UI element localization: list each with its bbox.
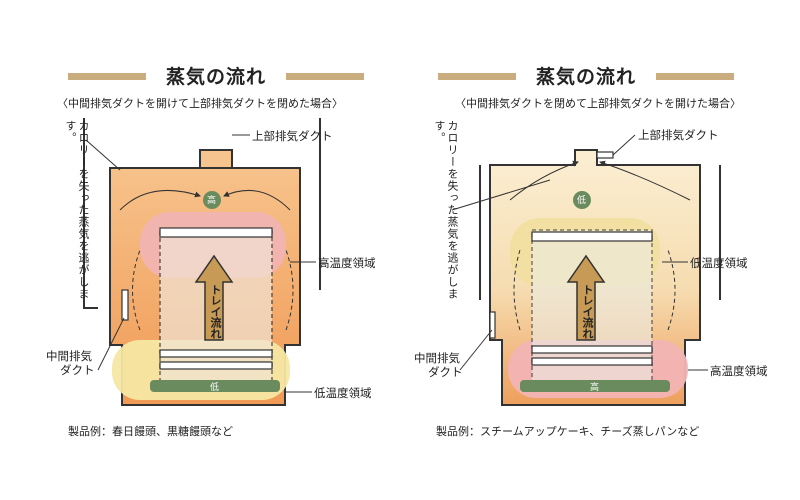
bottom-pan bbox=[150, 380, 280, 392]
title: 蒸気の流れ bbox=[146, 62, 286, 89]
label-mid-duct-line2: ダクト bbox=[428, 365, 463, 379]
side-note: カロリーを失った蒸気を逃がします。 bbox=[433, 120, 459, 300]
product-example: 製品例：春日饅頭、黒糖饅頭など bbox=[68, 425, 233, 438]
panel-intermediate-duct-open: 蒸気の流れ 〈中間排気ダクトを開けて上部排気ダクトを閉めた場合〉 カロリーを失っ… bbox=[46, 62, 376, 438]
tray-flow-arrow bbox=[566, 254, 606, 341]
label-tray-flow: トレイ流れ bbox=[581, 284, 594, 339]
title-bar-left bbox=[68, 73, 160, 80]
title-bar-right bbox=[272, 73, 364, 80]
top-badge bbox=[203, 191, 221, 209]
badge-top-text: 高 bbox=[207, 196, 217, 206]
label-low-zone: 低温度領域 bbox=[690, 256, 748, 270]
top-exhaust-duct bbox=[596, 151, 614, 159]
badge-top-text: 低 bbox=[577, 196, 587, 206]
bottom-pan bbox=[520, 380, 670, 392]
label-top-duct: 上部排気ダクト bbox=[252, 129, 333, 143]
tray-top bbox=[531, 231, 653, 242]
label-top-duct: 上部排気ダクト bbox=[638, 128, 719, 142]
subtitle: 〈中間排気ダクトを閉めて上部排気ダクトを開けた場合〉 bbox=[455, 97, 741, 110]
label-high-zone: 高温度領域 bbox=[318, 256, 376, 270]
mid-exhaust-duct bbox=[489, 311, 496, 339]
steamer-diagram-left bbox=[68, 73, 364, 406]
badge-bottom-text: 高 bbox=[590, 383, 600, 393]
label-tray-flow: トレイ流れ bbox=[209, 284, 222, 339]
steamer-diagram-right bbox=[438, 73, 734, 406]
subtitle: 〈中間排気ダクトを開けて上部排気ダクトを閉めた場合〉 bbox=[57, 97, 343, 110]
tray-flow-arrow bbox=[194, 254, 234, 341]
title-bar-left bbox=[438, 73, 530, 80]
badge-bottom-text: 低 bbox=[210, 383, 220, 393]
top-exhaust-duct bbox=[199, 149, 233, 169]
label-low-zone: 低温度領域 bbox=[314, 386, 372, 400]
top-badge bbox=[573, 191, 591, 209]
title-bar-right bbox=[642, 73, 734, 80]
label-high-zone: 高温度領域 bbox=[710, 364, 768, 378]
mid-exhaust-duct bbox=[121, 289, 129, 321]
tray-low bbox=[531, 357, 653, 366]
label-mid-duct-line1: 中間排気 bbox=[414, 351, 460, 365]
tray-mid bbox=[531, 345, 653, 354]
tray-top bbox=[159, 227, 273, 238]
tray-mid bbox=[159, 349, 273, 358]
title: 蒸気の流れ bbox=[516, 62, 656, 89]
panel-top-duct-open: 蒸気の流れ 〈中間排気ダクトを閉めて上部排気ダクトを開けた場合〉 カロリーを失っ… bbox=[400, 0, 800, 500]
tray-low bbox=[159, 361, 273, 370]
product-example: 製品例：スチームアップケーキ、チーズ蒸しパンなど bbox=[436, 425, 700, 438]
label-mid-duct-line2: ダクト bbox=[60, 363, 95, 377]
label-mid-duct-line1: 中間排気 bbox=[46, 349, 92, 363]
side-note: カロリーを失った蒸気を逃がします。 bbox=[64, 120, 90, 300]
